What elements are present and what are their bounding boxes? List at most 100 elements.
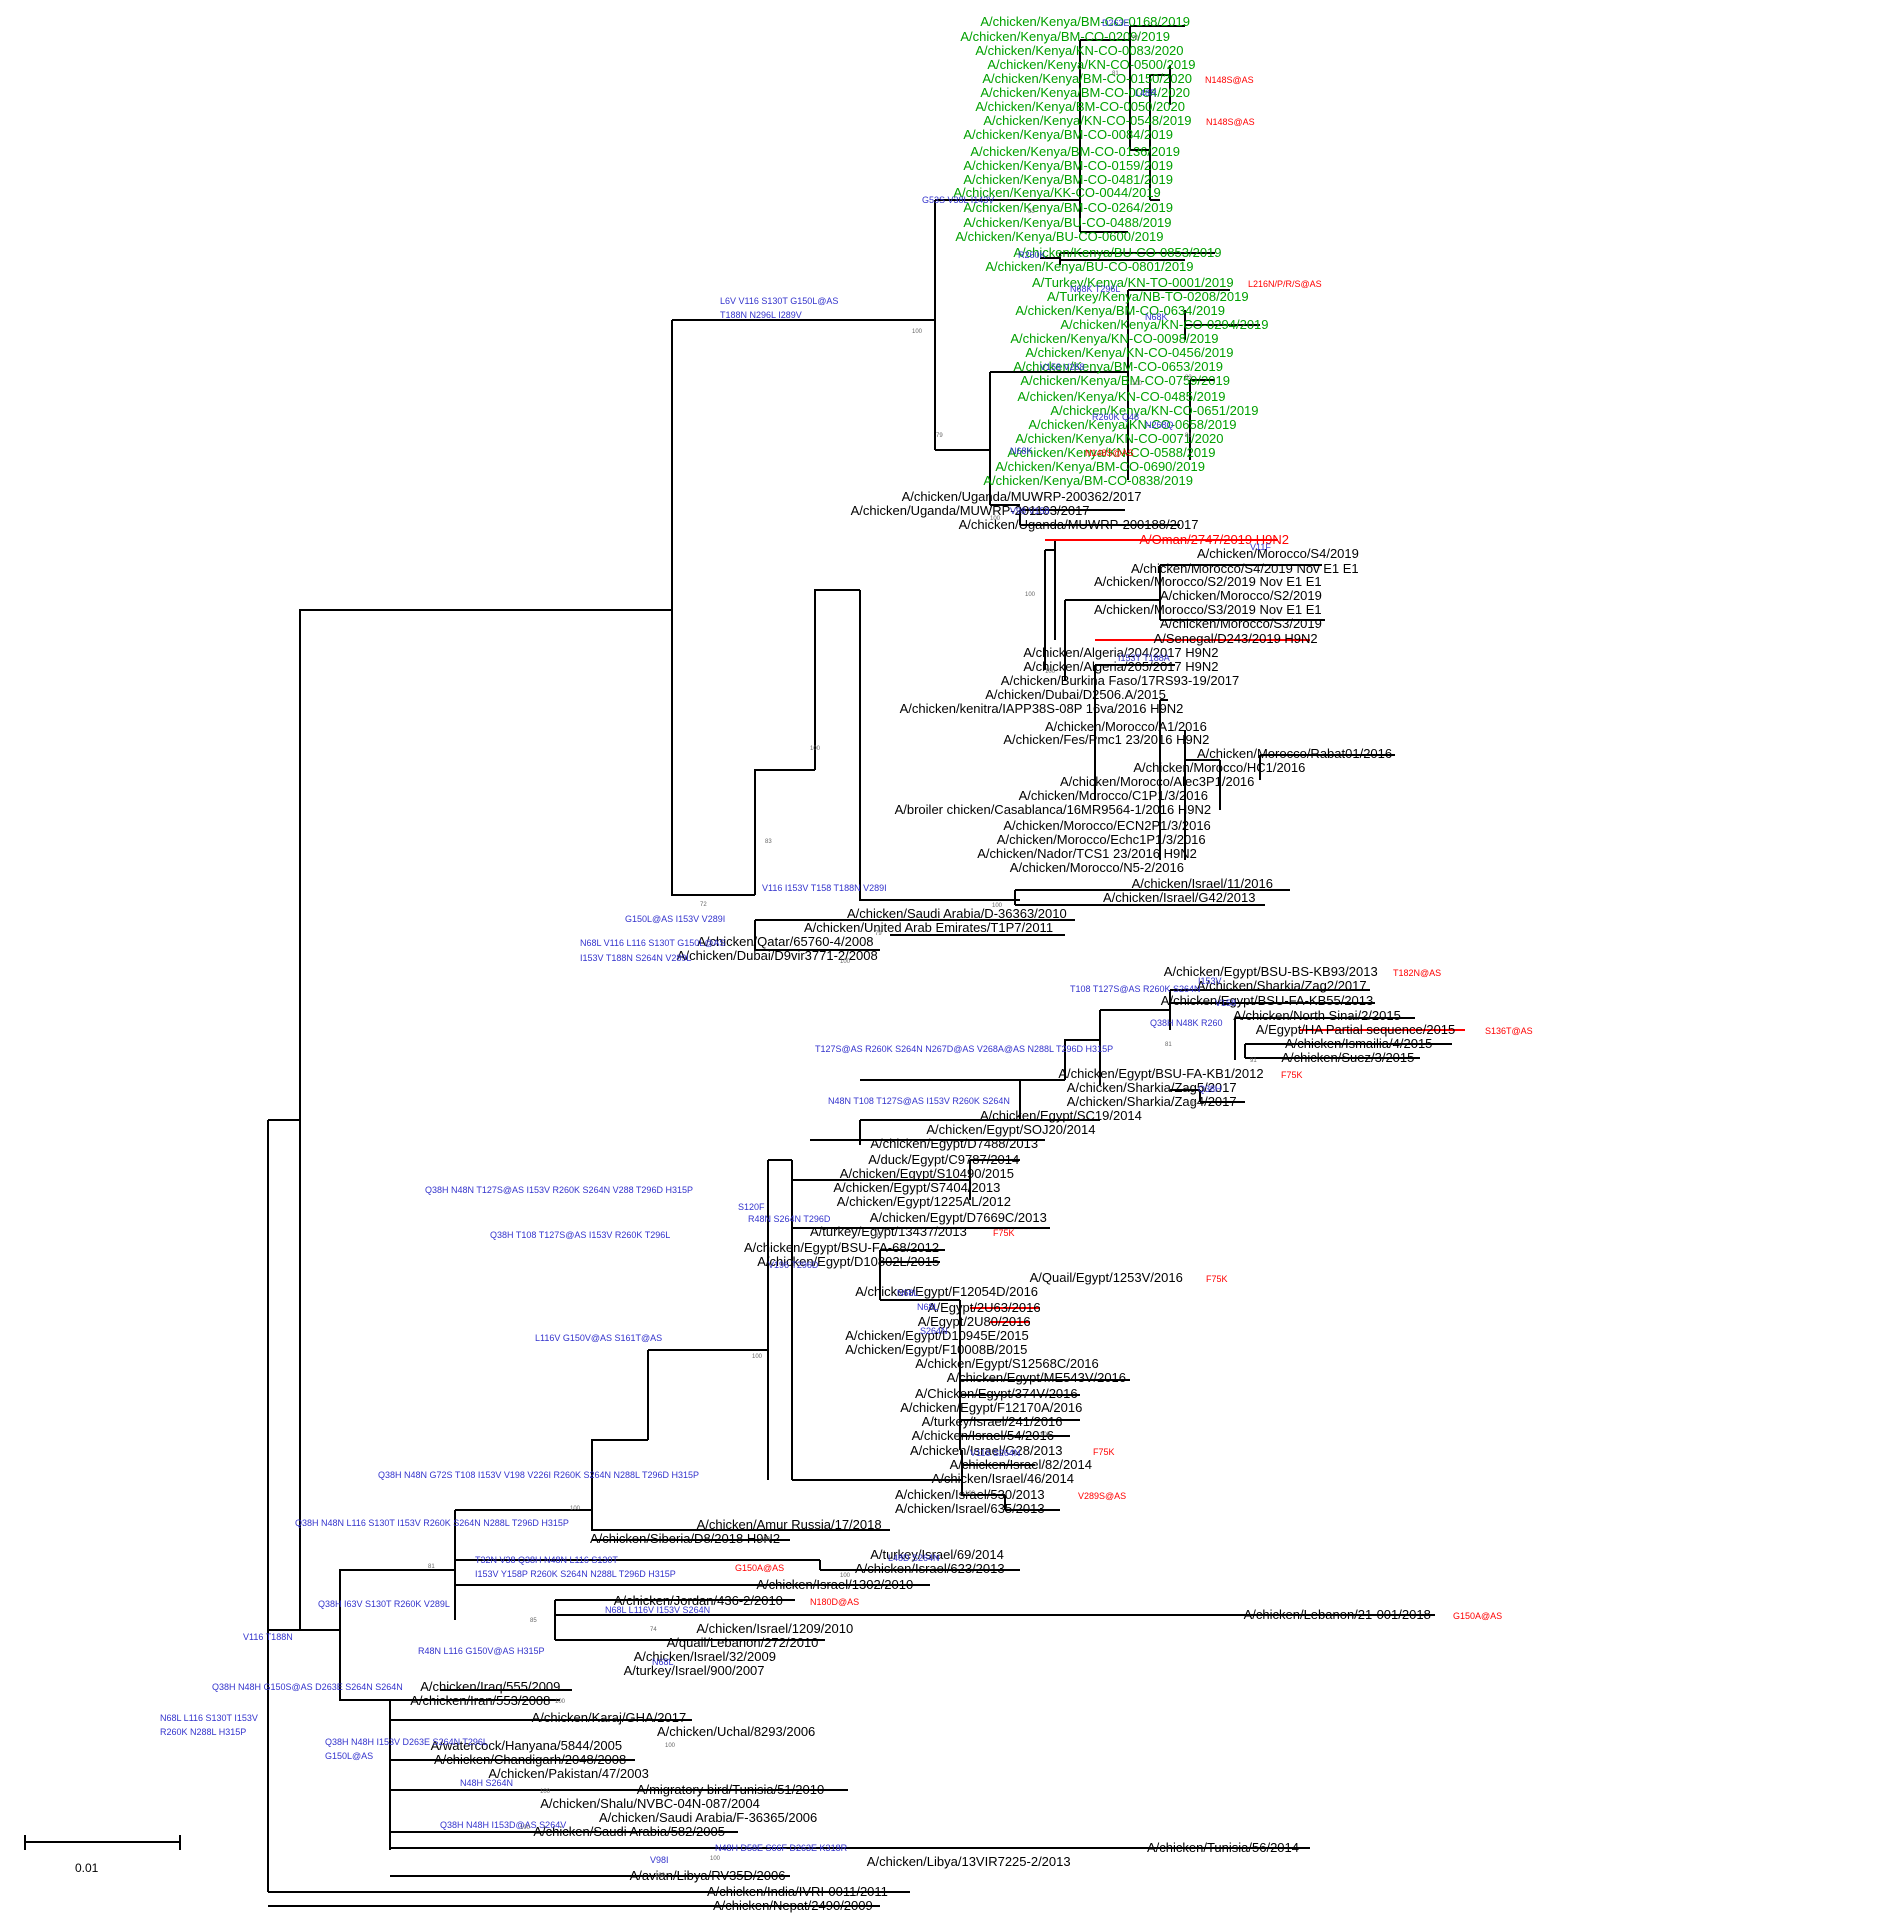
branch-mutation-label: I153V T188N S264N V289L [580, 953, 691, 963]
branch-mutation-label: Q38H N48N T127S@AS I153V R260K S264N V28… [425, 1185, 693, 1195]
taxon-label: A/chicken/Ismailia/4/2015 [1285, 1036, 1432, 1051]
tip-mutation-label: T182N@AS [1393, 968, 1441, 978]
taxon-label: A/chicken/Nador/TCS1 23/2016 H9N2 [977, 846, 1197, 861]
taxon-label: A/turkey/Israel/69/2014 [870, 1547, 1004, 1562]
taxon-label: A/chicken/Algeria/204/2017 H9N2 [1023, 645, 1218, 660]
branch-mutation-label: L116V G150V@AS S161T@AS [535, 1333, 662, 1343]
taxon-label: A/chicken/Kenya/BM-CO-0150/2020 [982, 71, 1192, 86]
taxon-label: A/chicken/Burkina Faso/17RS93-19/2017 [1001, 673, 1239, 688]
taxon-label: A/chicken/Kenya/KN-CO-0500/2019 [987, 57, 1195, 72]
branch-mutation-label: N48H D58E S66F D263E K318R [715, 1843, 848, 1853]
taxon-label: A/chicken/Kenya/KN-CO-0651/2019 [1050, 403, 1258, 418]
taxon-label: A/chicken/Israel/11/2016 [1132, 876, 1273, 891]
branch-mutation-label: N68K [1145, 312, 1168, 322]
bootstrap-value: 100 [655, 1873, 666, 1879]
bootstrap-value: 85 [1190, 1101, 1197, 1107]
taxon-label: A/chicken/Libya/13VIR7225-2/2013 [867, 1854, 1071, 1869]
taxon-label: A/chicken/Israel/32/2009 [634, 1649, 776, 1664]
scale-bar-label: 0.01 [75, 1861, 99, 1875]
bootstrap-value: 100 [992, 903, 1003, 909]
tip-mutation-label: F75K [1281, 1070, 1303, 1080]
taxon-label: A/chicken/Qatar/65760-4/2008 [697, 934, 873, 949]
branch-mutation-label: T188N N296L I289V [720, 310, 802, 320]
bootstrap-value: 91 [1250, 1058, 1257, 1064]
taxon-label: A/Egypt/HA Partial sequence/2015 [1256, 1022, 1455, 1037]
branch-mutation-label: R48N S264N T296D [748, 1214, 831, 1224]
taxon-label: A/chicken/Egypt/F10008B/2015 [845, 1342, 1027, 1357]
taxon-label: A/chicken/Israel/54/2016 [912, 1428, 1054, 1443]
bootstrap-value: 81 [428, 1564, 435, 1570]
taxon-label: A/chicken/Kenya/BM-CO-0054/2020 [980, 85, 1190, 100]
taxon-label: A/chicken/Dubai/D2506.A/2015 [985, 687, 1166, 702]
taxon-label: A/chicken/Kenya/BM-CO-0634/2019 [1015, 303, 1225, 318]
tip-mutation-label: N180D@AS [810, 1597, 859, 1607]
branch-mutation-label: D263E [1102, 18, 1130, 28]
branch-mutation-label: Q38H N48N G72S T108 I153V V198 V226I R26… [378, 1470, 699, 1480]
taxon-label: A/chicken/Sharkia/Zag2/2017 [1197, 978, 1367, 993]
bootstrap-value: 85 [875, 1233, 882, 1239]
branch-mutation-label: N268Q [1145, 420, 1174, 430]
taxon-label: A/chicken/Israel/635/2013 [895, 1501, 1045, 1516]
bootstrap-value: 70 [1132, 36, 1139, 42]
branch-mutation-label: N68L [652, 1657, 674, 1667]
taxon-label: A/chicken/Kenya/BU-CO-0853/2019 [1013, 245, 1221, 260]
taxon-label: A/chicken/Egypt/BSU-FA-KB1/2012 [1058, 1066, 1263, 1081]
bootstrap-value: 100 [1132, 381, 1143, 387]
taxon-label: A/chicken/Lebanon/21-001/2018 [1244, 1607, 1431, 1622]
bootstrap-value: 100 [760, 1537, 771, 1543]
branch-mutation-label: N68L V116 L116 S130T G150L@AS [580, 938, 725, 948]
taxon-label: A/chicken/Morocco/HC1/2016 [1133, 760, 1305, 775]
taxon-label: A/watercock/Hanyana/5844/2005 [431, 1738, 623, 1753]
taxon-label: A/chicken/Morocco/S3/2019 Nov E1 E1 [1094, 602, 1322, 617]
taxon-label: A/chicken/North Sinai/2/2015 [1233, 1008, 1401, 1023]
branch-mutation-label: T108 T127S@AS R260K S264N [1070, 984, 1201, 994]
taxon-label: A/chicken/Morocco/A1/2016 [1045, 719, 1207, 734]
bootstrap-value: 100 [710, 1856, 721, 1862]
bootstrap-value: 79 [936, 433, 943, 439]
taxon-label: A/chicken/Morocco/S3/2019 [1160, 616, 1322, 631]
taxon-label: A/migratory bird/Tunisia/51/2010 [637, 1782, 824, 1797]
taxon-label: A/chicken/Uchal/8293/2006 [657, 1724, 815, 1739]
taxon-label: A/chicken/Israel/82/2014 [950, 1457, 1092, 1472]
taxon-label: A/chicken/Chandigarh/2048/2008 [434, 1752, 626, 1767]
taxon-label: A/chicken/United Arab Emirates/T1P7/2011 [804, 920, 1053, 935]
taxon-label: A/Senegal/D243/2019 H9N2 [1154, 631, 1318, 646]
taxon-label: A/chicken/Kenya/KN-CO-0485/2019 [1017, 389, 1225, 404]
taxon-label: A/chicken/Shalu/NVBC-04N-087/2004 [540, 1796, 760, 1811]
tip-mutation-label: S136T@AS [1485, 1026, 1533, 1036]
branch-mutation-label: N68L [897, 1288, 919, 1298]
taxon-label: A/Turkey/Kenya/KN-TO-0001/2019 [1032, 275, 1234, 290]
bootstrap-value: 100 [810, 746, 821, 752]
taxon-label: A/chicken/Egypt/BSU-FA-68/2012 [744, 1240, 939, 1255]
branch-mutation-label: L48R [1135, 88, 1157, 98]
taxon-label: A/chicken/Israel/46/2014 [932, 1471, 1074, 1486]
taxon-label: A/chicken/Egypt/D10945E/2015 [845, 1328, 1029, 1343]
bootstrap-value: 100 [570, 1506, 581, 1512]
branch-mutation-label: N48N T108 T127S@AS I153V R260K S264N [828, 1096, 1010, 1106]
branch-mutation-label-red: N148S@AS [1085, 448, 1134, 458]
taxon-label: A/chicken/India/IVRI-0011/2011 [707, 1884, 888, 1899]
taxon-label: A/chicken/Morocco/Alec3P1/2016 [1060, 774, 1254, 789]
branch-mutation-label: I153V [1198, 976, 1222, 986]
branch-mutation-label: V116 S264N [970, 1448, 1020, 1458]
taxon-label: A/chicken/Saudi Arabia/F-36365/2006 [599, 1810, 817, 1825]
branch-mutation-label: I153T T188A [1118, 653, 1170, 663]
taxon-label: A/chicken/Morocco/S4/2019 [1197, 546, 1359, 561]
taxon-label: A/chicken/Egypt/D10802L/2015 [757, 1254, 939, 1269]
taxon-label: A/chicken/Saudi Arabia/582/2005 [533, 1824, 725, 1839]
scale-bar: 0.01 [24, 1835, 181, 1875]
taxon-label: A/duck/Egypt/C9787/2014 [868, 1152, 1019, 1167]
mutation-labels: N148S@ASN148S@ASL216N/P/R/S@AST182N@ASS1… [160, 18, 1533, 1865]
taxon-label: A/chicken/Fes/Pmc1 23/2016 H9N2 [1003, 732, 1209, 747]
taxon-label: A/chicken/Egypt/S10490/2015 [840, 1166, 1014, 1181]
taxon-label: A/chicken/Kenya/BU-CO-0600/2019 [955, 229, 1163, 244]
taxon-label: A/chicken/Kenya/BM-CO-0168/2019 [980, 14, 1190, 29]
branch-mutation-label: G150L@AS [325, 1751, 373, 1761]
bootstrap-value: 81 [1185, 433, 1192, 439]
taxon-label: A/chicken/Kenya/KN-CO-0588/2019 [1007, 445, 1215, 460]
taxon-label: A/turkey/Israel/900/2007 [624, 1663, 765, 1678]
bootstrap-value: 100 [665, 1743, 676, 1749]
bootstrap-value: 100 [990, 516, 1001, 522]
bootstrap-value: 100 [1045, 669, 1056, 675]
